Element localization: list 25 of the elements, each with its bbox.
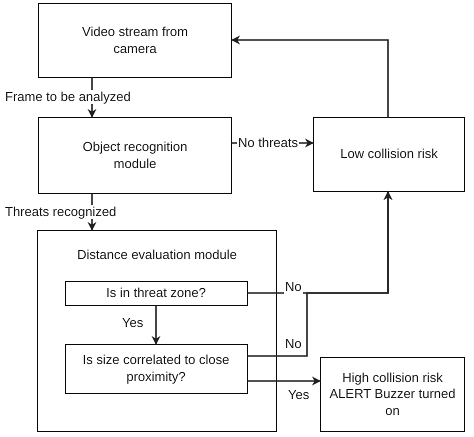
edge-label: Yes — [287, 388, 310, 402]
process-box — [313, 117, 465, 192]
box-text: High collision risk ALERT Buzzer turned on — [328, 370, 456, 419]
arrow — [248, 376, 321, 386]
edge-label: Threats recognized — [4, 205, 118, 220]
arrow — [231, 36, 389, 117]
arrow — [248, 191, 392, 357]
box-text: Is in threat zone? — [106, 284, 206, 302]
process-box — [38, 117, 232, 194]
box-text: Is size correlated to close proximity? — [82, 352, 230, 385]
box-text: Video stream from camera — [81, 24, 189, 57]
process-box — [320, 357, 465, 432]
edge-label: Yes — [121, 316, 144, 330]
edge-label: No — [284, 280, 303, 294]
process-box — [64, 344, 248, 394]
edge-label: Frame to be analyzed — [4, 90, 132, 104]
arrow — [152, 306, 160, 345]
module-container — [37, 230, 277, 432]
box-text: Object recognition module — [82, 139, 188, 172]
process-box — [64, 280, 248, 306]
edge-label: No threats — [237, 136, 299, 150]
module-heading: Distance evaluation module — [76, 247, 238, 264]
box-text: Low collision risk — [340, 146, 438, 163]
edge-label: No — [284, 337, 303, 352]
process-box — [38, 3, 232, 78]
